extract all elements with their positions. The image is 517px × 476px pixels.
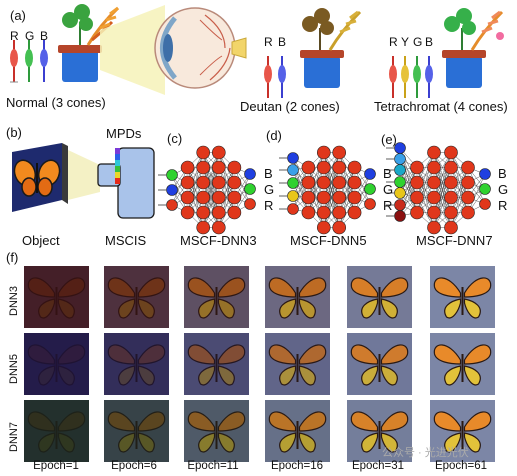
reconstruction-tile: [184, 266, 249, 328]
dnn3-output-b: B: [264, 166, 273, 181]
panel-label-b: (b): [6, 125, 22, 140]
row-label-dnn3: DNN3: [8, 286, 20, 316]
normal-cone-r: R: [10, 29, 19, 43]
epoch-label-16: Epoch=16: [270, 460, 324, 472]
dnn7-output-g: G: [498, 182, 509, 197]
epoch-label-31: Epoch=31: [351, 460, 405, 472]
tetrachromat-caption: Tetrachromat (4 cones): [374, 99, 508, 114]
mpds-label: MPDs: [106, 126, 142, 141]
epoch-label-61: Epoch=61: [434, 460, 488, 472]
dnn5-output-g: G: [383, 182, 394, 197]
dnn5-output-r: R: [383, 198, 393, 213]
reconstruction-tile: [265, 333, 330, 395]
epoch-label-11: Epoch=11: [187, 460, 239, 472]
dnn5-output-b: B: [383, 166, 392, 181]
epoch-label-1: Epoch=1: [33, 460, 79, 472]
panel-label-d: (d): [266, 128, 282, 143]
tetra-cone-r: R: [389, 35, 398, 49]
reconstruction-tile: [184, 333, 249, 395]
mscis-label: MSCIS: [105, 233, 147, 248]
reconstruction-tile: [347, 266, 412, 328]
dnn3-output-r: R: [264, 198, 274, 213]
dnn7-output-b: B: [498, 166, 507, 181]
normal-caption: Normal (3 cones): [6, 95, 106, 110]
reconstruction-tile: [265, 266, 330, 328]
reconstruction-tile: [430, 266, 495, 328]
panel-label-a: (a): [10, 8, 26, 23]
reconstruction-tile: [24, 333, 89, 395]
reconstruction-tile: [104, 400, 169, 462]
dnn3-output-g: G: [264, 182, 275, 197]
tetra-cone-b: B: [425, 35, 434, 49]
normal-cone-b: B: [40, 29, 49, 43]
reconstruction-tile: [347, 400, 412, 462]
reconstruction-tile: [347, 333, 412, 395]
deutan-cone-r: R: [264, 35, 273, 49]
deutan-cone-b: B: [278, 35, 287, 49]
reconstruction-tile: [430, 333, 495, 395]
row-label-dnn7: DNN7: [8, 422, 20, 452]
panel-label-f: (f): [6, 250, 19, 265]
watermark: 公众号 · 光进光伏: [382, 447, 469, 459]
dnn7-label: MSCF-DNN7: [416, 233, 493, 248]
reconstruction-tile: [104, 266, 169, 328]
reconstruction-tile: [24, 400, 89, 462]
panel-label-e: (e): [381, 132, 397, 147]
reconstruction-tile: [104, 333, 169, 395]
reconstruction-tile: [24, 266, 89, 328]
dnn7-output-r: R: [498, 198, 508, 213]
dnn5-label: MSCF-DNN5: [290, 233, 367, 248]
tetra-cone-g: G: [413, 35, 423, 49]
epoch-label-6: Epoch=6: [111, 460, 157, 472]
panel-label-c: (c): [167, 131, 183, 146]
deutan-caption: Deutan (2 cones): [240, 99, 340, 114]
reconstruction-tile: [265, 400, 330, 462]
row-label-dnn5: DNN5: [8, 354, 20, 384]
reconstruction-tile: [184, 400, 249, 462]
normal-cone-g: G: [25, 29, 35, 43]
tetra-cone-y: Y: [401, 35, 410, 49]
object-label: Object: [22, 233, 60, 248]
dnn3-label: MSCF-DNN3: [180, 233, 257, 248]
reconstruction-tile: [430, 400, 495, 462]
